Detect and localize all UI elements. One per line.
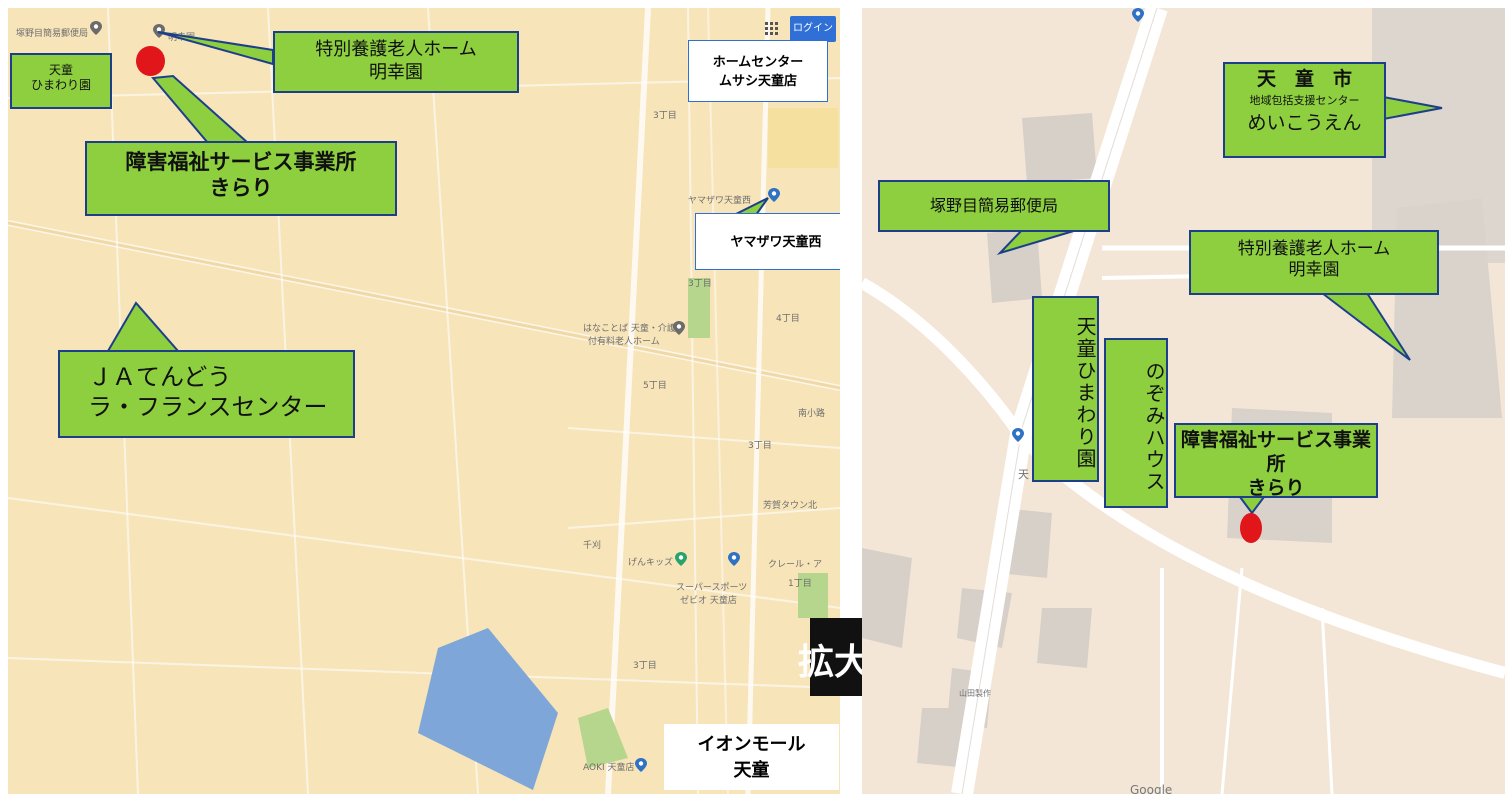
right-map-features bbox=[862, 8, 1505, 794]
apps-grid-icon[interactable] bbox=[765, 22, 779, 36]
map-pin-icon[interactable] bbox=[673, 321, 685, 335]
callout-line: きらり bbox=[1247, 476, 1305, 499]
park-1 bbox=[688, 278, 710, 338]
callout-kirari: 障害福祉サービス事業所 きらり bbox=[1174, 423, 1378, 499]
map-label-chome: 3丁目 bbox=[633, 661, 657, 671]
callout-line: ＪＡてんどう bbox=[88, 363, 232, 391]
map-label-chome: 1丁目 bbox=[788, 579, 812, 589]
map-label-minami: 南小路 bbox=[798, 409, 826, 419]
park-3 bbox=[578, 708, 628, 768]
map-label-houen: 芳賀タウン北 bbox=[763, 501, 818, 511]
map-label-yamada: 山田製作 bbox=[959, 689, 991, 698]
callout-post-office: 塚野目簡易郵便局 bbox=[878, 180, 1110, 232]
label-line: ホームセンター bbox=[712, 55, 804, 70]
map-label-chome: 3丁目 bbox=[653, 111, 677, 121]
map-pin-icon[interactable] bbox=[153, 24, 165, 38]
map-pin-icon[interactable] bbox=[768, 188, 780, 202]
map-label-aoki: AOKI 天童店 bbox=[583, 763, 635, 773]
map-label-super-2: ゼビオ 天童店 bbox=[680, 596, 737, 606]
map-label-chiba: 千刈 bbox=[583, 541, 602, 551]
map-label-super: スーパースポーツ bbox=[676, 583, 748, 593]
label-line: ムサシ天童店 bbox=[718, 74, 797, 89]
callout-himawari: 天童ひまわり園 bbox=[1032, 296, 1099, 482]
map-pin-icon[interactable] bbox=[1132, 8, 1144, 22]
map-label-yamazawa: ヤマザワ天童西 bbox=[688, 196, 752, 206]
map-label-tendo: 天 bbox=[1018, 468, 1029, 481]
callout-tokubetsu: 特別養護老人ホーム 明幸園 bbox=[1189, 230, 1439, 295]
left-map[interactable]: 塚野目簡易郵便局 明幸園 3丁目 ヤマザワ天童西 3丁目 はなことば 天童・介護… bbox=[8, 8, 840, 794]
callout-line: 明幸園 bbox=[369, 61, 423, 83]
google-logo: Google bbox=[1130, 783, 1173, 794]
callout-tokubetsu: 特別養護老人ホーム 明幸園 bbox=[273, 31, 519, 93]
left-map-roads bbox=[8, 8, 840, 794]
map-pin-icon[interactable] bbox=[728, 552, 740, 566]
expand-label: 拡大 bbox=[798, 642, 871, 683]
right-map[interactable]: 天 童 市 地域包括支援センター めいこうえん 塚野目簡易郵便局 特別養護老人ホ… bbox=[862, 8, 1505, 794]
kirari-marker[interactable] bbox=[1240, 513, 1262, 543]
map-pin-icon[interactable] bbox=[675, 552, 687, 566]
callout-line: 明幸園 bbox=[1288, 260, 1340, 281]
callout-line: 地域包括支援センター bbox=[1249, 93, 1360, 107]
callout-line: 障害福祉サービス事業所 bbox=[1180, 429, 1371, 475]
callout-line: めいこうえん bbox=[1247, 111, 1362, 134]
park-2 bbox=[798, 573, 828, 618]
callout-nozomi: のぞみハウス bbox=[1104, 338, 1168, 508]
map-label-hanakotoba-2: 付有料老人ホーム bbox=[588, 337, 660, 347]
label-home-center: ホームセンター ムサシ天童店 bbox=[688, 40, 828, 102]
callout-line: ひまわり園 bbox=[30, 78, 91, 92]
callout-line: 障害福祉サービス事業所 bbox=[125, 150, 357, 174]
map-pin-icon[interactable] bbox=[90, 21, 102, 35]
callout-himawari: 天童 ひまわり園 bbox=[10, 53, 112, 109]
map-label-hanakotoba: はなことば 天童・介護 bbox=[583, 324, 676, 334]
map-label-genki: げんキッズ bbox=[628, 558, 674, 568]
map-label-meiko: 明幸園 bbox=[168, 33, 196, 43]
map-label-tsukano: 塚野目簡易郵便局 bbox=[16, 29, 89, 39]
map-pin-icon[interactable] bbox=[635, 758, 647, 772]
pond bbox=[418, 628, 558, 790]
label-yamazawa: ヤマザワ天童西 bbox=[695, 213, 840, 270]
callout-line: きらり bbox=[209, 176, 273, 201]
map-label-chome: 3丁目 bbox=[748, 441, 772, 451]
login-button[interactable]: ログイン bbox=[790, 16, 836, 42]
callout-line: 天 童 市 bbox=[1256, 68, 1352, 90]
callout-line: 特別養護老人ホーム bbox=[315, 39, 477, 60]
label-line: 天童 bbox=[733, 760, 770, 781]
callout-kirari: 障害福祉サービス事業所 きらり bbox=[85, 141, 397, 216]
callout-line: 天童 bbox=[48, 63, 73, 77]
map-label-chome: 3丁目 bbox=[688, 279, 712, 289]
callout-line: ラ・フランスセンター bbox=[88, 393, 328, 421]
callout-ja: ＪＡてんどう ラ・フランスセンター bbox=[58, 350, 355, 438]
map-label-creel: クレール・ア bbox=[768, 560, 823, 570]
callout-line: 特別養護老人ホーム bbox=[1237, 239, 1391, 259]
label-aeon: イオンモール 天童 bbox=[664, 724, 839, 790]
kirari-marker[interactable] bbox=[136, 46, 165, 76]
callout-tendo-city: 天 童 市 地域包括支援センター めいこうえん bbox=[1223, 62, 1386, 158]
map-label-chome: 4丁目 bbox=[776, 314, 800, 324]
map-label-chome: 5丁目 bbox=[643, 381, 667, 391]
label-line: イオンモール bbox=[697, 734, 806, 755]
map-pin-icon[interactable] bbox=[1012, 428, 1024, 442]
